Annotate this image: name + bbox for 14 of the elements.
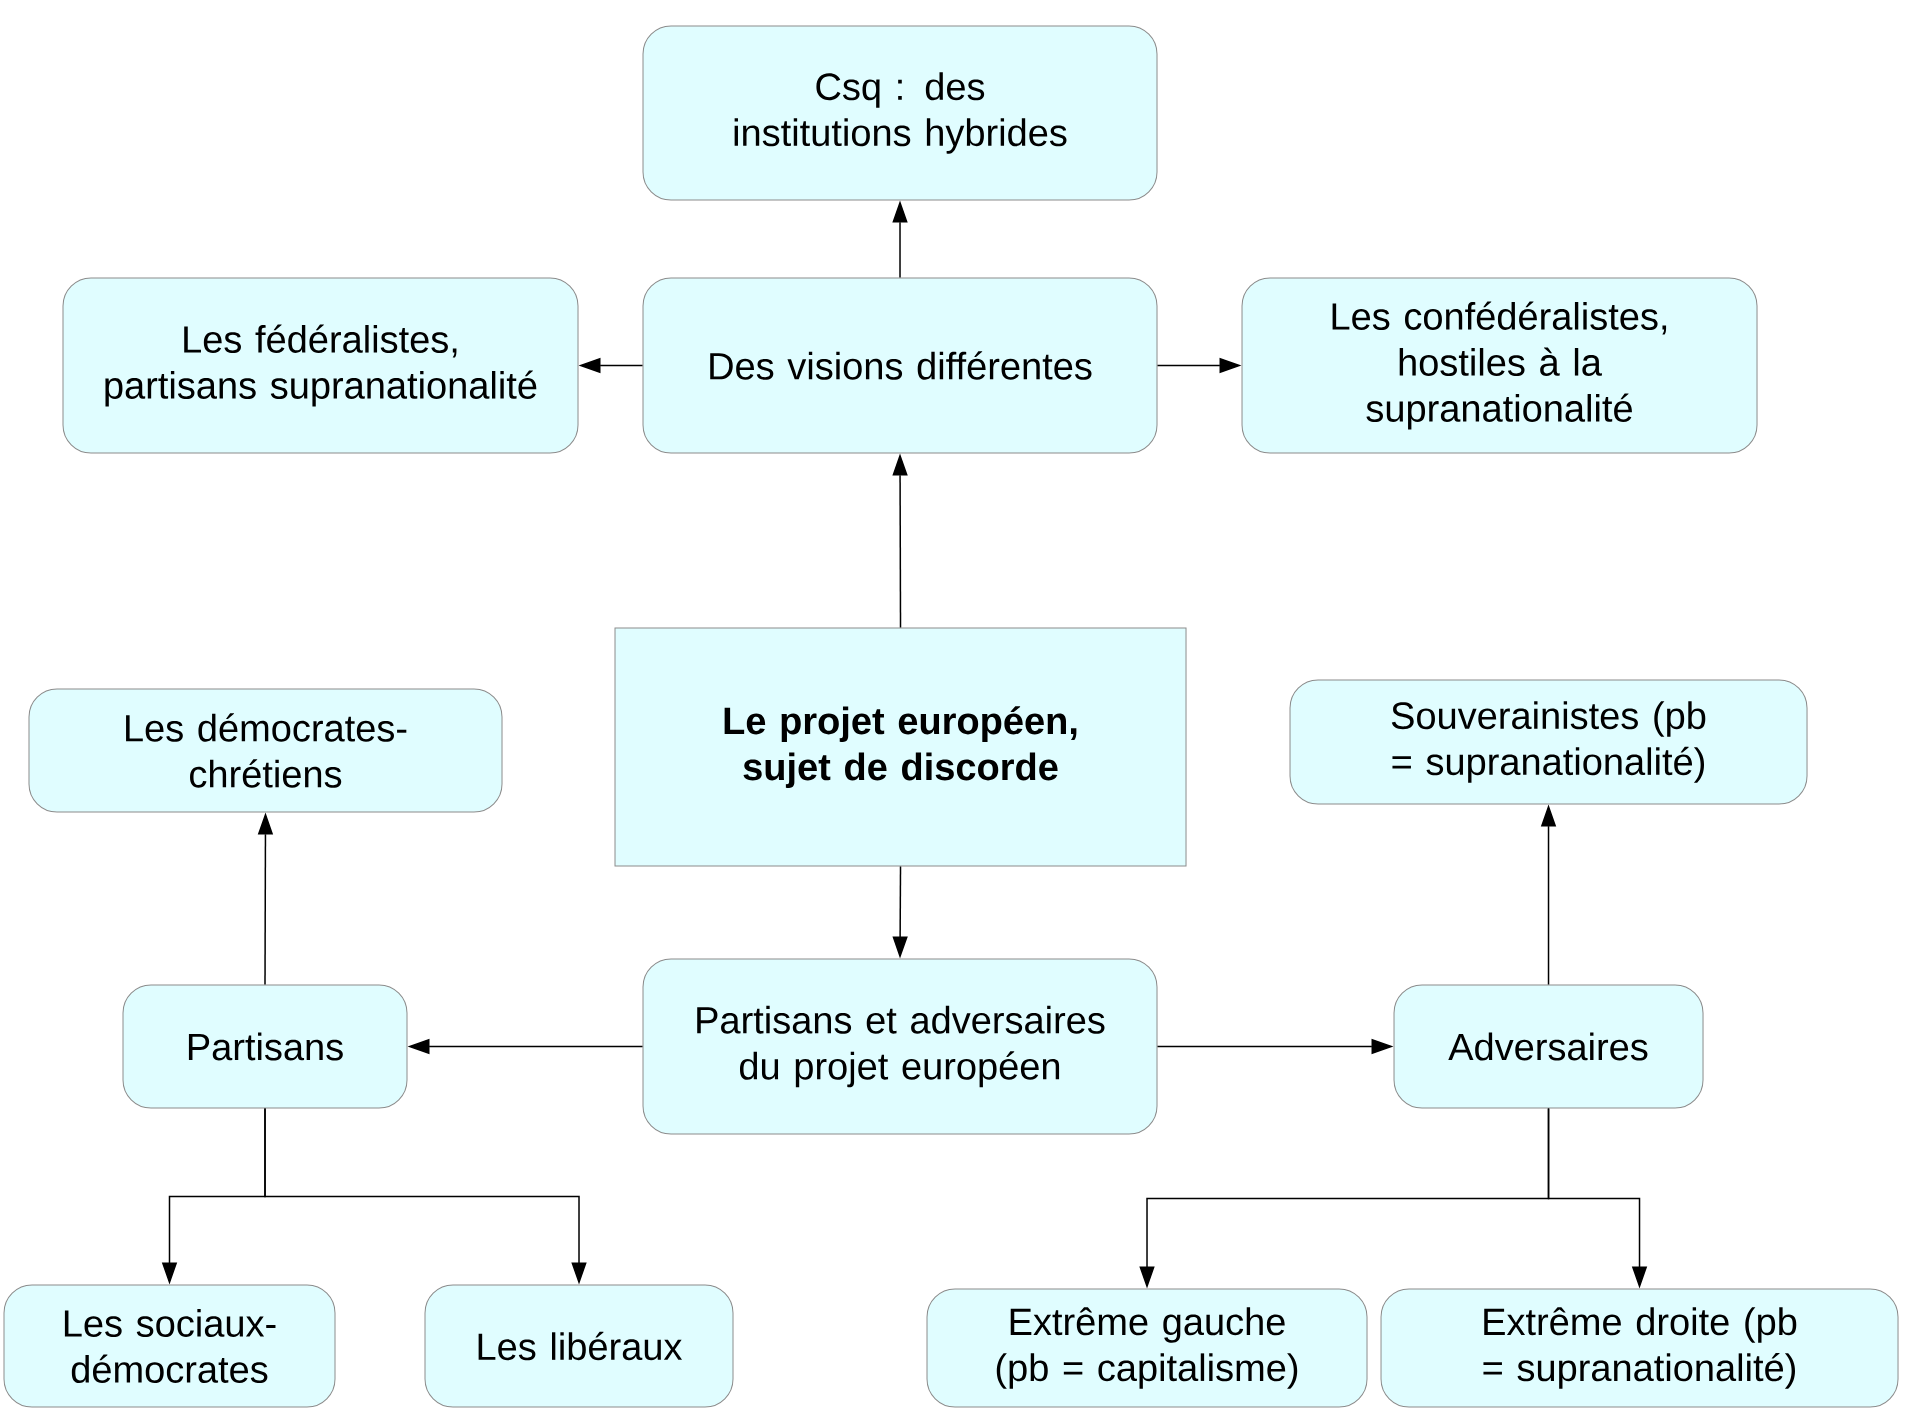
rounded-box: Partisans et adversaires du projet européen bbox=[642, 958, 1158, 1135]
rounded-box: Csq : des institutions hybrides bbox=[642, 25, 1158, 201]
rounded-box: Les fédéralistes, partisans supranationalité bbox=[62, 277, 579, 454]
rounded-box: Les libéraux bbox=[424, 1284, 734, 1408]
rounded-box: Extrême gauche (pb = capitalisme) bbox=[926, 1288, 1368, 1408]
rounded-box: Partisans bbox=[122, 984, 408, 1109]
rounded-box: Les sociaux-démocrates bbox=[3, 1284, 336, 1408]
rounded-box: Souverainistes (pb = supranationalité) bbox=[1289, 679, 1808, 805]
rounded-box: Des visions différentes bbox=[642, 277, 1158, 454]
rounded-box: Les démocrates-chrétiens bbox=[28, 688, 503, 813]
rounded-box: Adversaires bbox=[1393, 984, 1704, 1109]
topic-box: Le projet européen, sujet de discorde bbox=[614, 627, 1187, 867]
rounded-box: Les confédéralistes, hostiles à la supranationalité bbox=[1241, 277, 1758, 454]
rounded-box: Extrême droite (pb = supranationalité) bbox=[1380, 1288, 1899, 1408]
